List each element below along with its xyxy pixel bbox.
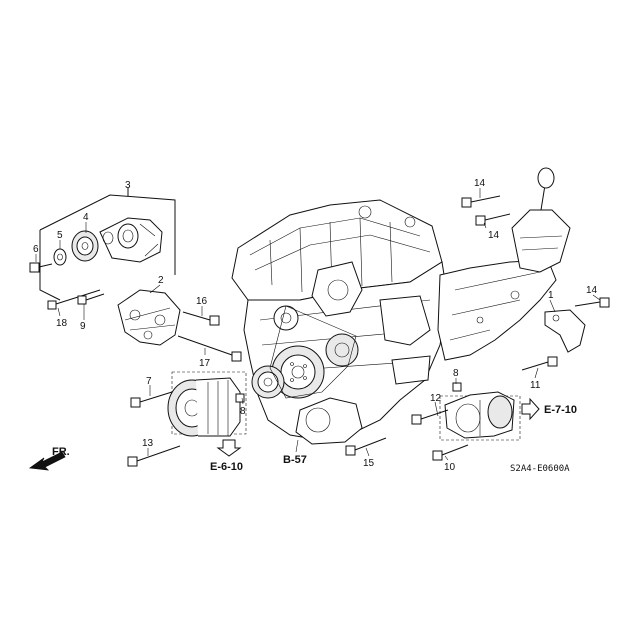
bolt-14-middle	[475, 213, 511, 226]
label-4: 4	[83, 212, 89, 223]
bolt-13	[127, 445, 181, 467]
tensioner-assembly-group	[29, 188, 176, 310]
label-7: 7	[146, 376, 152, 387]
bolt-16	[182, 311, 220, 326]
bolt-14-upper	[461, 195, 501, 208]
label-6: 6	[33, 244, 39, 255]
label-14-middle: 14	[488, 230, 500, 241]
ref-e-6-10[interactable]: E-6-10	[210, 439, 243, 473]
label-16: 16	[196, 296, 208, 307]
label-11: 11	[530, 380, 541, 391]
label-8-starter: 8	[453, 368, 459, 379]
starter-motor	[439, 391, 521, 441]
label-18: 18	[56, 318, 68, 329]
part-labels: 3 4 5 6 2 16 17 18 9 7 8 13 14 14 14 1 1…	[33, 178, 598, 473]
label-3: 3	[125, 180, 131, 191]
front-arrow-icon: FR.	[28, 446, 70, 471]
ref-b-57-text[interactable]: B-57	[283, 454, 307, 466]
transmission	[437, 167, 571, 361]
alternator-bracket-2	[117, 289, 181, 346]
ref-e-7-10-text[interactable]: E-7-10	[544, 404, 577, 416]
label-12: 12	[430, 393, 442, 404]
diagram-code: S2A4-E0600A	[510, 464, 570, 474]
transmission-bracket-1	[544, 309, 586, 353]
nut-8-alternator	[235, 393, 245, 403]
washer-5	[53, 248, 67, 266]
engine-block	[231, 199, 449, 445]
label-9: 9	[80, 321, 86, 332]
idler-pulley-4	[71, 230, 99, 262]
ref-e-7-10[interactable]: E-7-10	[521, 397, 577, 421]
bolt-10	[432, 444, 469, 461]
nut-8-starter	[452, 382, 462, 392]
tensioner-body	[99, 217, 163, 263]
bolt-12	[411, 409, 449, 425]
bolt-6	[29, 262, 53, 273]
label-5: 5	[57, 230, 63, 241]
ref-b-57[interactable]: B-57	[283, 454, 307, 466]
bolt-14-right	[574, 297, 610, 308]
label-15: 15	[363, 458, 375, 469]
label-14-right: 14	[586, 285, 598, 296]
bolt-15	[345, 437, 387, 456]
alternator	[167, 371, 247, 437]
bolt-18	[47, 289, 101, 310]
bolt-11	[521, 356, 558, 371]
label-14-upper: 14	[474, 178, 486, 189]
label-1: 1	[548, 290, 554, 301]
label-10: 10	[444, 462, 456, 473]
ref-e-6-10-text[interactable]: E-6-10	[210, 461, 243, 473]
bolt-17	[177, 335, 242, 362]
front-label: FR.	[52, 446, 70, 458]
bolt-9	[77, 293, 105, 305]
label-8-alternator: 8	[240, 406, 246, 417]
label-17: 17	[199, 358, 211, 369]
label-13: 13	[142, 438, 154, 449]
bolt-7	[130, 391, 173, 408]
label-2: 2	[158, 275, 164, 286]
leader-lines	[35, 188, 601, 461]
